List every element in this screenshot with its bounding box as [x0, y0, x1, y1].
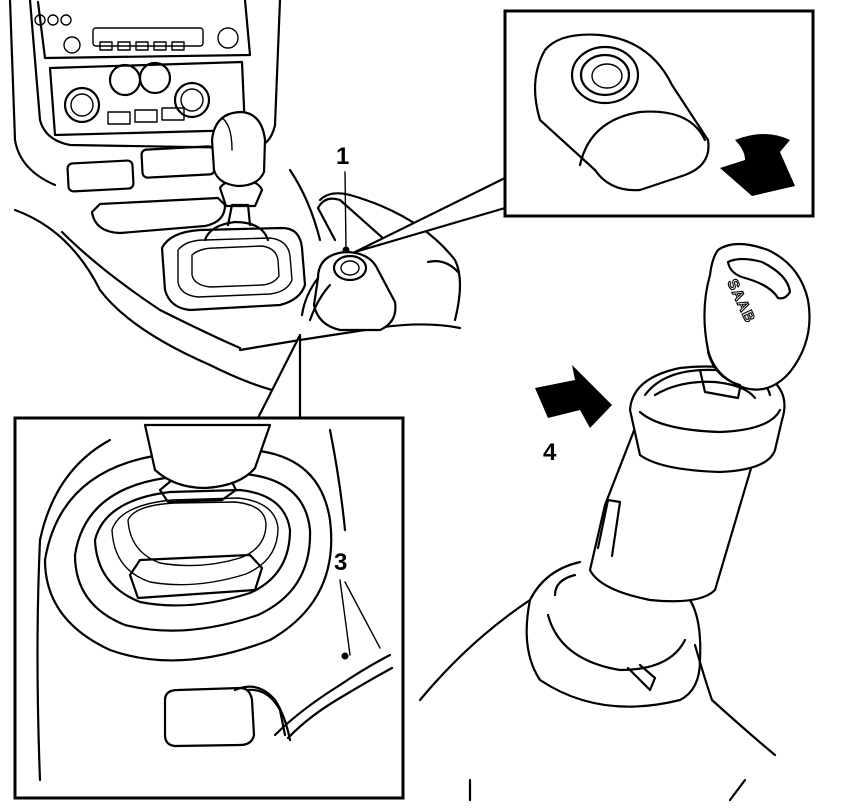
arrow-up-icon [535, 365, 612, 428]
inset-pointer [353, 176, 507, 254]
ignition-lock-housing [300, 197, 397, 332]
inset-frame [503, 9, 815, 218]
removal-tool [233, 653, 394, 742]
ignition-lock-cylinder [588, 365, 786, 603]
inset-pointer-2 [256, 333, 302, 420]
inset-boot-tool [13, 333, 405, 800]
gear-boot-detail [43, 423, 333, 662]
inset-lock-cap [353, 9, 815, 254]
ignition-key: SAAB [703, 242, 811, 391]
lock-cap-part [533, 33, 710, 192]
callout-4: 4 [543, 439, 557, 466]
callout-3: 3 [334, 549, 347, 576]
callout-3-dot [341, 652, 349, 660]
radio-panel [34, 0, 252, 60]
callout-1-dot [342, 246, 350, 254]
center-console-scene [8, 0, 462, 394]
lock-cylinder-scene: SAAB [418, 242, 811, 802]
callout-1: 1 [336, 143, 349, 170]
gear-knob [210, 110, 267, 227]
gear-shift-boot [160, 220, 307, 312]
arrow-down-icon [720, 134, 795, 196]
callout-1-leader [344, 171, 347, 249]
